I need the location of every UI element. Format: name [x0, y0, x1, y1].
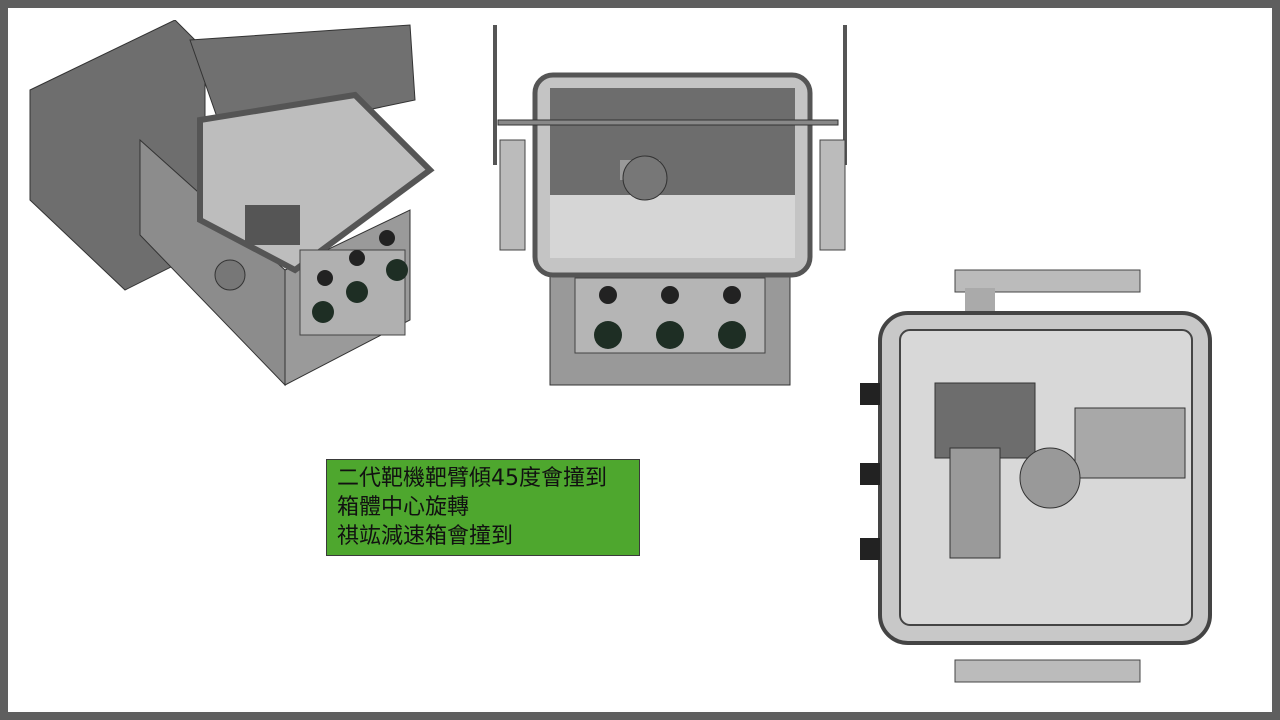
cad-top-view: [860, 269, 1212, 683]
cad-front-view: [493, 25, 847, 386]
note-line: 二代靶機靶臂傾45度會撞到: [337, 466, 607, 491]
note-line: 箱體中心旋轉: [337, 495, 470, 520]
cad-isometric-view: [29, 20, 435, 387]
note-line: 祺竑減速箱會撞到: [337, 524, 514, 549]
annotation-note: 二代靶機靶臂傾45度會撞到 箱體中心旋轉 祺竑減速箱會撞到: [326, 459, 640, 556]
